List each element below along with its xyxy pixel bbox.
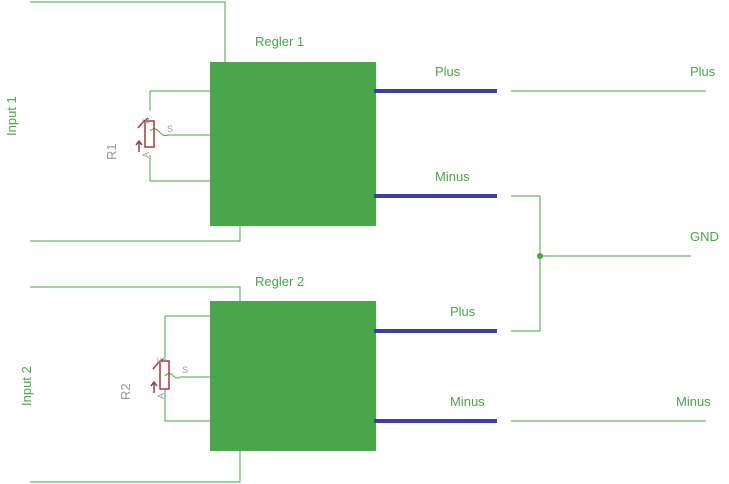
r2-upper-wire (164, 315, 210, 360)
output-nets: Plus GND Minus (511, 64, 719, 422)
r1-label: R1 (104, 143, 119, 160)
r2-resistor-body (159, 360, 170, 390)
r2-lower-wire (164, 390, 210, 422)
r1-pin-a: A (141, 152, 151, 158)
r2-wiper-wire (164, 372, 210, 379)
regulator-2-plus-label: Plus (450, 304, 476, 319)
regulator-2-block (210, 301, 376, 451)
regulator-1-plus-label: Plus (435, 64, 461, 79)
regulator-2-label: Regler 2 (255, 274, 304, 289)
input-2-bottom-wire (30, 451, 241, 483)
r1-adjust-arrow (135, 117, 149, 152)
gnd-net-wire (511, 195, 541, 332)
r2-adjust-arrow (150, 358, 164, 393)
input-1-label: Input 1 (4, 96, 19, 136)
output-gnd-label: GND (690, 229, 719, 244)
input-2-label: Input 2 (19, 366, 34, 406)
r1-pin-s: S (167, 124, 173, 134)
gnd-junction-dot (537, 253, 543, 259)
r2-pin-a: A (156, 393, 166, 399)
regulator-1-minus-label: Minus (435, 169, 470, 184)
r1-upper-wire (149, 90, 210, 111)
r1-wiper-wire (149, 128, 210, 137)
input-1-top-wire (30, 1, 226, 62)
r1-resistor-body (144, 120, 155, 148)
r2-pin-e: E (156, 357, 166, 363)
regulator-1-section: Regler 1 Plus Minus Input 1 R1 E A S (4, 1, 497, 242)
r2-pin-s: S (182, 365, 188, 375)
regulator-2-section: Regler 2 Plus Minus Input 2 R2 E A S (19, 274, 497, 483)
output-minus-label: Minus (676, 394, 711, 409)
r2-label: R2 (118, 383, 133, 400)
regulator-2-minus-label: Minus (450, 394, 485, 409)
input-1-bottom-wire (30, 226, 241, 242)
r1-lower-wire (149, 155, 210, 182)
regulator-1-block (210, 62, 376, 226)
regulator-1-label: Regler 1 (255, 34, 304, 49)
input-2-top-wire (30, 286, 241, 301)
r1-pin-e: E (141, 118, 151, 124)
output-plus-label: Plus (690, 64, 716, 79)
